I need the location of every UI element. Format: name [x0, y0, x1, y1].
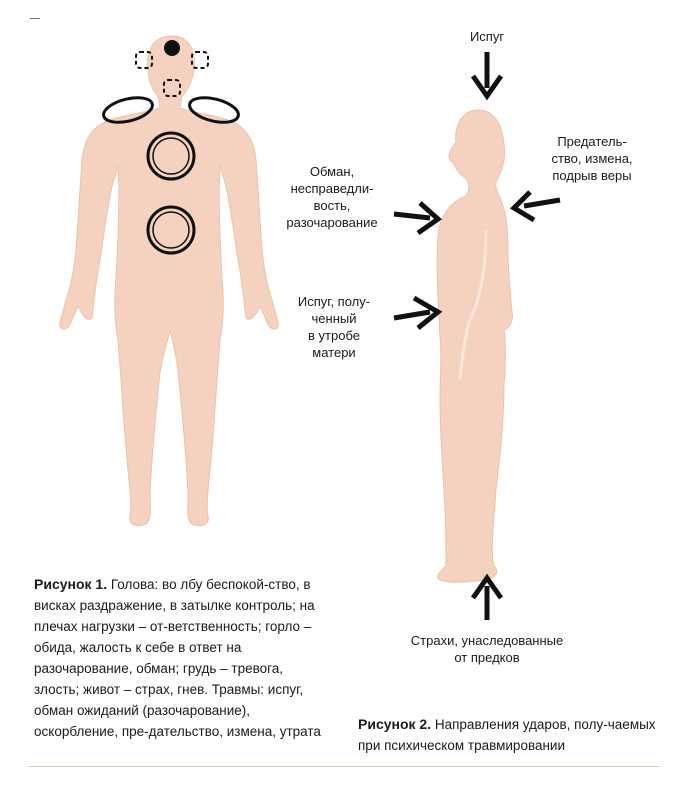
scan-mark	[30, 18, 40, 19]
label-right-shoulder: Предатель- ство, измена, подрыв веры	[551, 134, 633, 183]
caption-figure-1: Рисунок 1. Голова: во лбу беспокой-ство,…	[34, 574, 330, 742]
arrow-belly-left	[393, 295, 443, 330]
left-shoulder-marker	[102, 96, 154, 124]
side-body-figure	[436, 109, 513, 583]
label-chest-left: Обман, несправедли- вость, разочарование	[286, 164, 378, 230]
caption-1-text: Голова: во лбу беспокой-ство, в висках р…	[34, 577, 321, 739]
caption-2-text: Направления ударов, полу-чаемых при псих…	[358, 717, 656, 753]
left-temple-marker	[135, 51, 153, 69]
belly-marker	[146, 205, 196, 255]
label-top: Испуг	[469, 29, 505, 44]
right-temple-marker	[191, 51, 209, 69]
nape-marker	[163, 79, 181, 97]
label-feet: Страхи, унаследованные от предков	[410, 633, 564, 665]
bottom-rule	[28, 766, 660, 767]
caption-1-title: Рисунок 1.	[34, 576, 108, 592]
caption-2-title: Рисунок 2.	[358, 716, 432, 732]
right-shoulder-marker	[188, 96, 240, 124]
caption-figure-2: Рисунок 2. Направления ударов, полу-чаем…	[358, 714, 658, 756]
front-body-figure	[59, 35, 279, 527]
front-markers	[102, 40, 240, 255]
impact-arrows	[393, 52, 561, 620]
arrow-top	[470, 52, 504, 101]
forehead-marker	[164, 40, 180, 56]
chest-marker	[146, 131, 196, 181]
arrow-back-right	[509, 190, 561, 223]
arrow-chest-left	[393, 201, 443, 236]
label-belly-left: Испуг, полу- ченный в утробе матери	[297, 294, 371, 360]
arrow-feet	[470, 573, 504, 620]
